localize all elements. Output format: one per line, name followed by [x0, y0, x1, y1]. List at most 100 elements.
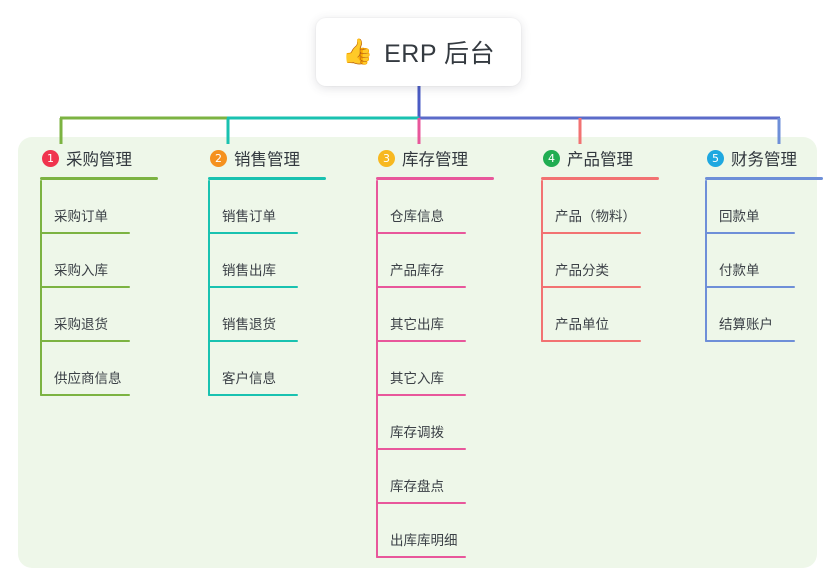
branch-child-item[interactable]: 回款单: [695, 180, 839, 234]
branch-header-rule: [208, 177, 326, 180]
root-node-content: 👍 ERP 后台: [342, 34, 495, 70]
branch-child-label: 库存盘点: [390, 479, 444, 494]
branch-column-1: 1 采购管理采购订单采购入库采购退货供应商信息: [30, 145, 180, 396]
branch-child-item[interactable]: 供应商信息: [30, 342, 180, 396]
branch-child-item[interactable]: 付款单: [695, 234, 839, 288]
branch-child-label: 付款单: [719, 263, 760, 278]
branch-child-item[interactable]: 客户信息: [198, 342, 348, 396]
branch-title: 产品管理: [567, 151, 633, 169]
branch-child-label: 采购退货: [54, 317, 108, 332]
branch-child-rule: [541, 286, 641, 288]
branch-child-rule: [40, 340, 130, 342]
branch-child-item[interactable]: 产品单位: [531, 288, 681, 342]
branch-title: 财务管理: [731, 151, 797, 169]
branch-header-3[interactable]: 3 库存管理: [366, 145, 516, 171]
branch-child-label: 产品（物料）: [555, 209, 636, 224]
branch-child-rule: [208, 394, 298, 396]
branch-spine: [208, 180, 210, 396]
branch-child-label: 销售退货: [222, 317, 276, 332]
branch-spine: [40, 180, 42, 396]
branch-header-4[interactable]: 4 产品管理: [531, 145, 681, 171]
branch-child-rule: [705, 232, 795, 234]
thumbs-up-icon: 👍: [341, 37, 374, 66]
branch-child-label: 采购订单: [54, 209, 108, 224]
branch-child-rule: [208, 286, 298, 288]
branch-child-item[interactable]: 产品分类: [531, 234, 681, 288]
branch-child-label: 结算账户: [719, 317, 773, 332]
branch-title: 销售管理: [234, 151, 300, 169]
branch-child-rule: [376, 556, 466, 558]
branch-child-label: 仓库信息: [390, 209, 444, 224]
branches-panel: [18, 137, 817, 568]
branch-child-rule: [40, 286, 130, 288]
branch-child-label: 出库库明细: [390, 533, 458, 548]
branch-number-badge: 1: [42, 149, 59, 167]
branch-child-rule: [541, 232, 641, 234]
branch-child-rule: [376, 502, 466, 504]
branch-child-item[interactable]: 采购退货: [30, 288, 180, 342]
branch-child-item[interactable]: 产品库存: [366, 234, 516, 288]
branch-child-item[interactable]: 销售订单: [198, 180, 348, 234]
branch-number-badge: 2: [210, 149, 227, 167]
branch-children: 采购订单采购入库采购退货供应商信息: [30, 180, 180, 396]
branch-child-rule: [376, 232, 466, 234]
root-node-title: ERP 后台: [384, 40, 496, 68]
branch-child-label: 其它入库: [390, 371, 444, 386]
branch-child-rule: [705, 286, 795, 288]
branch-number-badge: 5: [707, 149, 724, 167]
branch-child-rule: [541, 340, 641, 342]
branch-title: 采购管理: [66, 151, 132, 169]
branch-child-item[interactable]: 仓库信息: [366, 180, 516, 234]
branch-child-rule: [376, 286, 466, 288]
branch-header-5[interactable]: 5 财务管理: [695, 145, 839, 171]
branch-child-rule: [40, 394, 130, 396]
branch-child-item[interactable]: 结算账户: [695, 288, 839, 342]
branch-child-item[interactable]: 库存盘点: [366, 450, 516, 504]
branch-header-rule: [541, 177, 659, 180]
branch-spine: [705, 180, 707, 342]
branch-child-rule: [208, 340, 298, 342]
branch-child-rule: [376, 448, 466, 450]
branch-header-2[interactable]: 2 销售管理: [198, 145, 348, 171]
branch-child-label: 产品单位: [555, 317, 609, 332]
branch-spine: [376, 180, 378, 558]
branch-child-item[interactable]: 产品（物料）: [531, 180, 681, 234]
branch-child-item[interactable]: 销售退货: [198, 288, 348, 342]
branch-child-label: 产品库存: [390, 263, 444, 278]
branch-child-label: 销售出库: [222, 263, 276, 278]
branch-child-label: 库存调拨: [390, 425, 444, 440]
branch-child-item[interactable]: 库存调拨: [366, 396, 516, 450]
branch-column-2: 2 销售管理销售订单销售出库销售退货客户信息: [198, 145, 348, 396]
branch-child-item[interactable]: 出库库明细: [366, 504, 516, 558]
branch-child-item[interactable]: 其它入库: [366, 342, 516, 396]
branch-child-label: 回款单: [719, 209, 760, 224]
branch-header-rule: [705, 177, 823, 180]
branch-spine: [541, 180, 543, 342]
branch-child-rule: [705, 340, 795, 342]
branch-child-item[interactable]: 其它出库: [366, 288, 516, 342]
branch-child-label: 供应商信息: [54, 371, 122, 386]
branch-child-label: 产品分类: [555, 263, 609, 278]
branch-child-rule: [40, 232, 130, 234]
branch-title: 库存管理: [402, 151, 468, 169]
branch-children: 销售订单销售出库销售退货客户信息: [198, 180, 348, 396]
branch-header-rule: [40, 177, 158, 180]
branch-child-item[interactable]: 采购订单: [30, 180, 180, 234]
branch-header-1[interactable]: 1 采购管理: [30, 145, 180, 171]
branch-number-badge: 4: [543, 149, 560, 167]
branch-child-item[interactable]: 销售出库: [198, 234, 348, 288]
branch-number-badge: 3: [378, 149, 395, 167]
branch-child-item[interactable]: 采购入库: [30, 234, 180, 288]
branch-child-label: 销售订单: [222, 209, 276, 224]
root-node[interactable]: 👍 ERP 后台: [316, 18, 521, 86]
branch-child-rule: [376, 394, 466, 396]
branch-child-label: 采购入库: [54, 263, 108, 278]
branch-header-rule: [376, 177, 494, 180]
branch-children: 产品（物料） 产品分类产品单位: [531, 180, 681, 342]
branch-column-3: 3 库存管理仓库信息产品库存其它出库其它入库库存调拨库存盘点出库库明细: [366, 145, 516, 558]
branch-child-rule: [376, 340, 466, 342]
branch-child-label: 客户信息: [222, 371, 276, 386]
branch-children: 仓库信息产品库存其它出库其它入库库存调拨库存盘点出库库明细: [366, 180, 516, 558]
branch-children: 回款单付款单结算账户: [695, 180, 839, 342]
